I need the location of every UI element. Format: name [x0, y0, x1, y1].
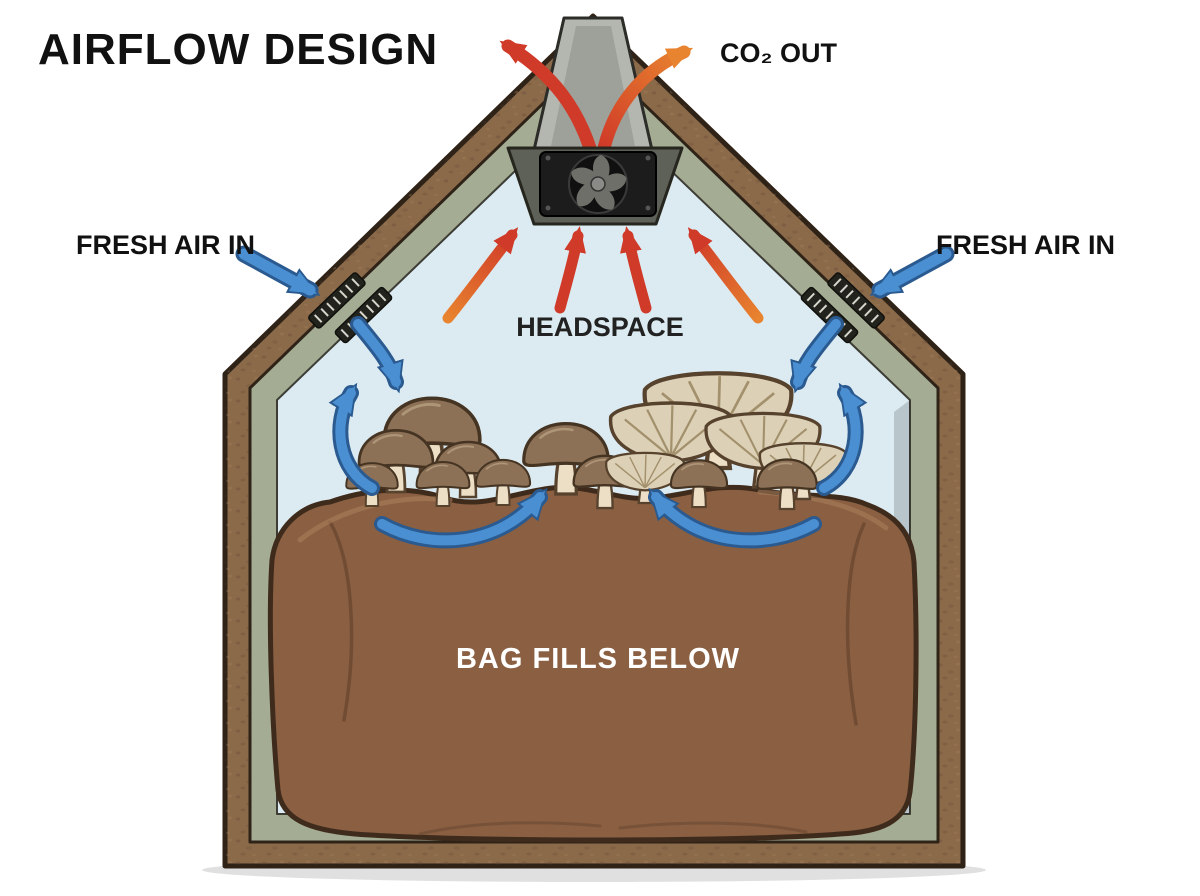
- fresh-air-arrow-right: [872, 248, 952, 296]
- circulation-arrow-right-up: [819, 386, 864, 493]
- fresh-air-arrows: [235, 245, 955, 299]
- rising-arrow-2: [554, 226, 586, 314]
- rising-air-arrows: [442, 226, 764, 324]
- co2-exit-arrow-left: [499, 39, 597, 155]
- rising-arrow-3: [620, 226, 652, 314]
- page-title: AIRFLOW DESIGN: [38, 25, 438, 74]
- circulation-arrow-left-up: [332, 386, 377, 493]
- fan-hub: [590, 176, 606, 192]
- bag-fills-below-label: BAG FILLS BELOW: [456, 643, 740, 675]
- vent-inflow-arrow-right: [792, 319, 841, 390]
- interior-airflow-arrows: [328, 316, 868, 549]
- fresh-air-in-label-left: FRESH AIR IN: [76, 230, 255, 260]
- co2-exit-arrow-right: [597, 45, 694, 155]
- bag-surface-arrow-left: [377, 490, 546, 546]
- fan-screws: [545, 155, 651, 211]
- exhaust-fan-icon: [506, 146, 684, 226]
- rising-arrow-1: [442, 227, 519, 324]
- fresh-air-arrow-left: [238, 248, 318, 296]
- headspace-label: HEADSPACE: [516, 312, 684, 342]
- co2-exit-arrows: [499, 39, 694, 155]
- bag-surface-arrow-right: [650, 490, 819, 546]
- co2-out-label: CO₂ OUT: [720, 38, 837, 68]
- fresh-air-in-label-right: FRESH AIR IN: [936, 230, 1115, 260]
- vent-inflow-arrow-left: [353, 319, 402, 390]
- rising-arrow-4: [687, 227, 764, 324]
